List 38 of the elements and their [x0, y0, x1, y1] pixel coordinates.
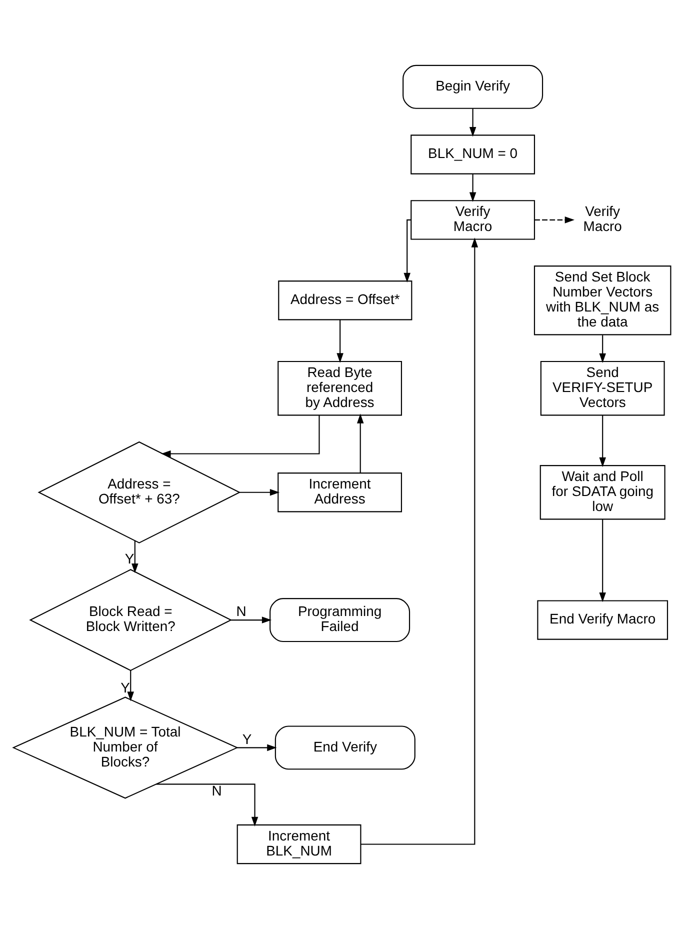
node-box: Read Byte referenced by Address — [277, 360, 402, 416]
node-box: Wait and Poll for SDATA going low — [539, 464, 665, 520]
arrow — [598, 414, 606, 467]
arrow — [598, 518, 606, 602]
arrow — [230, 616, 272, 623]
node-box: Send Set Block Number Vectors with BLK_NUM as the data — [533, 265, 671, 335]
arrow — [236, 744, 276, 751]
edge-label: N — [236, 602, 246, 619]
arrow — [126, 670, 134, 701]
node-box: Begin Verify — [402, 64, 543, 108]
node-box: BLK_NUM = 0 — [410, 134, 535, 174]
arrow — [356, 413, 364, 472]
arrow — [336, 319, 343, 362]
arrow — [468, 108, 476, 136]
edge-label: Y — [120, 678, 130, 695]
node-box: Increment Address — [277, 472, 402, 512]
edge-label: Y — [124, 550, 134, 566]
node-box: End Verify — [274, 725, 415, 770]
node-box: Address = Offset* — [278, 280, 412, 320]
arrow — [160, 414, 320, 457]
node-diamond: Block Read = Block Written? — [28, 568, 232, 671]
arrow — [131, 540, 138, 573]
arrow — [156, 783, 258, 826]
node-box: Send VERIFY-SETUP Vectors — [540, 360, 664, 416]
arrow — [468, 174, 476, 202]
node-diamond: Address = Offset* + 63? — [37, 440, 240, 543]
arrow — [360, 237, 478, 844]
node-box: End Verify Macro — [536, 600, 668, 640]
node-box: Verify Macro — [410, 200, 535, 240]
node-box: Increment BLK_NUM — [236, 824, 361, 864]
arrow — [534, 216, 574, 223]
edge-label: N — [211, 782, 222, 798]
node-text: Verify Macro — [582, 202, 622, 234]
node-box: Programming Failed — [269, 598, 410, 642]
arrow — [239, 488, 280, 496]
arrow — [598, 334, 606, 363]
edge-label: Y — [242, 730, 252, 746]
arrow — [403, 218, 411, 282]
